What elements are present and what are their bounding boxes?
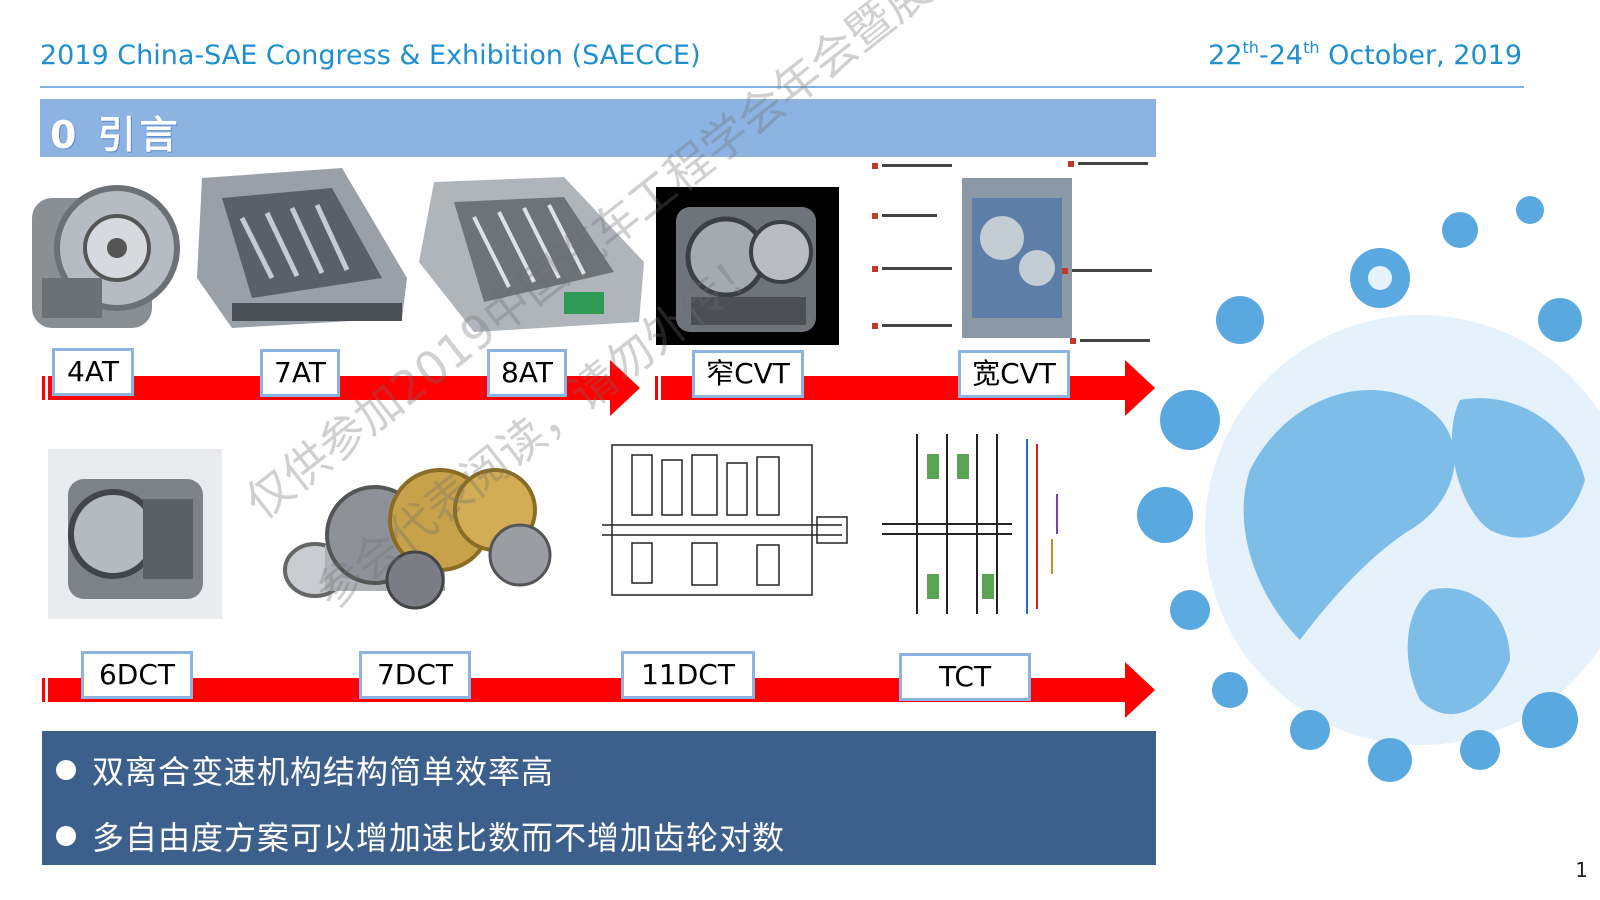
arrow-tail-mark [42,678,45,702]
image-6dct-transmission [48,449,222,619]
globe-illustration [1130,170,1600,830]
arrow-tail-mark [655,376,658,400]
timeline-arrowhead-at [610,360,640,416]
conference-date: 22th-24th October, 2019 [1208,38,1522,71]
label-11dct: 11DCT [621,651,755,699]
summary-box: 双离合变速机构结构简单效率高 多自由度方案可以增加速比数而不增加齿轮对数 [42,731,1156,865]
bullet-item-1: 双离合变速机构结构简单效率高 [56,747,554,793]
image-narrow-cvt [656,187,839,345]
conference-title: 2019 China-SAE Congress & Exhibition (SA… [40,40,701,71]
label-7at: 7AT [260,349,340,397]
image-8at-transmission [414,172,646,336]
image-7dct-gears [265,440,565,620]
section-bar [40,99,1156,157]
bullet-dot-icon [56,826,76,846]
page-number: 1 [1575,858,1588,882]
timeline-arrowhead-cvt [1125,360,1155,416]
label-6dct: 6DCT [81,651,193,699]
image-7at-transmission [192,158,410,334]
image-wide-cvt-diagram [872,158,1156,348]
timeline-arrowhead-dct [1125,662,1155,718]
label-wide-cvt: 宽CVT [958,350,1070,398]
arrow-tail-mark [42,376,45,400]
label-tct: TCT [899,653,1031,701]
label-narrow-cvt: 窄CVT [692,350,804,398]
header-divider [40,86,1524,88]
label-8at: 8AT [487,349,567,397]
image-4at-transmission [22,168,188,344]
section-title: 0 引言 [50,113,182,157]
label-7dct: 7DCT [359,651,471,699]
image-11dct-patent-drawing [592,425,854,617]
bullet-item-2: 多自由度方案可以增加速比数而不增加齿轮对数 [56,813,785,859]
bullet-dot-icon [56,760,76,780]
label-4at: 4AT [52,348,134,396]
image-tct-schematic [872,424,1072,630]
